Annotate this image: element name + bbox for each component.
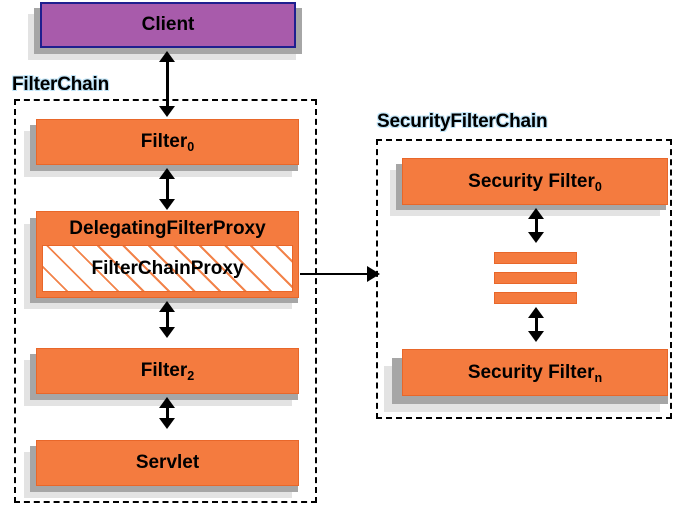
arrow-filter2-servlet-down — [159, 418, 175, 429]
node-servlet[interactable]: Servlet — [36, 440, 299, 486]
node-servlet-label: Servlet — [135, 452, 200, 473]
node-delegating-filter-proxy-label: DelegatingFilterProxy — [69, 217, 266, 239]
node-security-filter-0-label: Security Filter0 — [468, 170, 602, 194]
line-sf0-bars — [534, 217, 538, 234]
node-client-label: Client — [141, 14, 195, 35]
node-filter-chain-proxy-label: FilterChainProxy — [91, 257, 244, 279]
node-filter-2-subscript: 2 — [187, 369, 195, 384]
arrow-filter2-servlet-up — [159, 397, 175, 408]
node-security-filter-n-label: Security Filtern — [467, 361, 603, 385]
arrow-filter0-dfp-down — [159, 199, 175, 210]
node-filter-0-label: Filter0 — [140, 131, 195, 155]
node-client[interactable]: Client — [40, 2, 296, 48]
node-filter-2[interactable]: Filter2 — [36, 348, 299, 394]
group-label-filterchain: FilterChain — [12, 74, 110, 95]
group-box-filterchain — [14, 99, 317, 503]
line-fcp-to-sfc — [300, 273, 368, 275]
arrow-bars-sfn-down — [528, 331, 544, 342]
arrow-sf0-bars-down — [528, 232, 544, 243]
line-dfp-filter2 — [165, 310, 169, 329]
node-security-filter-n-subscript: n — [594, 370, 603, 385]
arrow-client-down — [159, 106, 175, 117]
node-security-filter-0[interactable]: Security Filter0 — [402, 158, 668, 205]
node-delegating-filter-proxy[interactable]: DelegatingFilterProxy FilterChainProxy — [36, 211, 299, 298]
node-filter-0[interactable]: Filter0 — [36, 119, 299, 165]
ellipsis-bar-3 — [494, 292, 577, 304]
ellipsis-bar-1 — [494, 252, 577, 264]
line-client-filter0 — [165, 60, 169, 108]
node-filter-0-subscript: 0 — [187, 140, 195, 155]
group-label-securityfilterchain: SecurityFilterChain — [377, 111, 548, 132]
arrow-dfp-filter2-up — [159, 301, 175, 312]
arrow-dfp-filter2-down — [159, 327, 175, 338]
arrow-client-up — [159, 51, 175, 62]
line-filter0-dfp — [165, 177, 169, 201]
ellipsis-bar-2 — [494, 272, 577, 284]
node-filter-chain-proxy[interactable]: FilterChainProxy — [42, 245, 293, 292]
node-security-filter-0-subscript: 0 — [594, 179, 602, 194]
arrow-sf0-bars-up — [528, 208, 544, 219]
arrow-bars-sfn-up — [528, 307, 544, 318]
arrow-filter0-dfp-up — [159, 168, 175, 179]
line-filter2-servlet — [165, 406, 169, 420]
group-box-securityfilterchain — [376, 139, 672, 419]
node-filter-2-label: Filter2 — [140, 360, 195, 384]
node-security-filter-n[interactable]: Security Filtern — [402, 349, 668, 396]
line-bars-sfn — [534, 316, 538, 333]
